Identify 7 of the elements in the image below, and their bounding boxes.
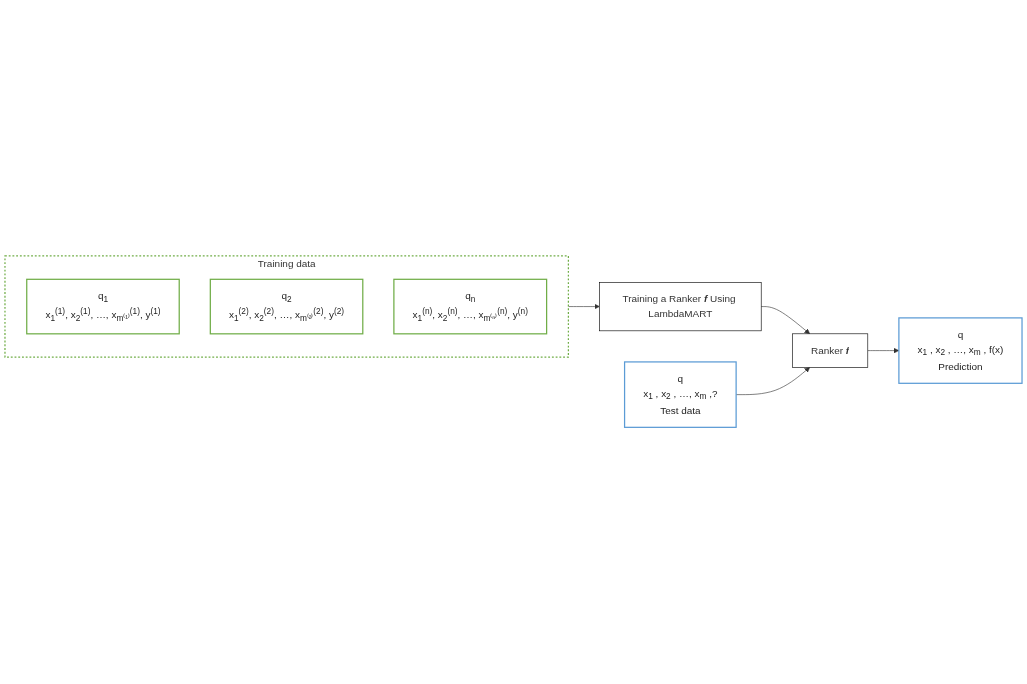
node-box: q x$_{1}$ , x$_{2}$ , …, x$_{m}$ , f(x) Prediction xyxy=(898,317,1023,385)
node-box: q x$_{1}$ , x$_{2}$ , …, x$_{m}$ ,? Test data xyxy=(623,361,737,429)
node-box: q$_{2}$ x$_{1}$$^{(2)}$, x$_{2}$$^{(2)}$, …, x$_{m⁽²⁾}$$^{(2)}$, y$^{(2)}$ xyxy=(209,279,364,335)
node-box: q$_{n}$ x$_{1}$$^{(n)}$, x$_{2}$$^{(n)}$, …, x$_{m⁽ⁿ⁾}$$^{(n)}$, y$^{(n)}$ xyxy=(393,279,548,335)
node-box: Training a Ranker f Using LambdaMART xyxy=(599,282,762,332)
node-box: q$_{1}$ x$_{1}$$^{(1)}$, x$_{2}$$^{(1)}$, …, x$_{m⁽¹⁾}$$^{(1)}$, y$^{(1)}$ xyxy=(26,279,180,335)
node-box: Ranker f xyxy=(792,333,869,369)
